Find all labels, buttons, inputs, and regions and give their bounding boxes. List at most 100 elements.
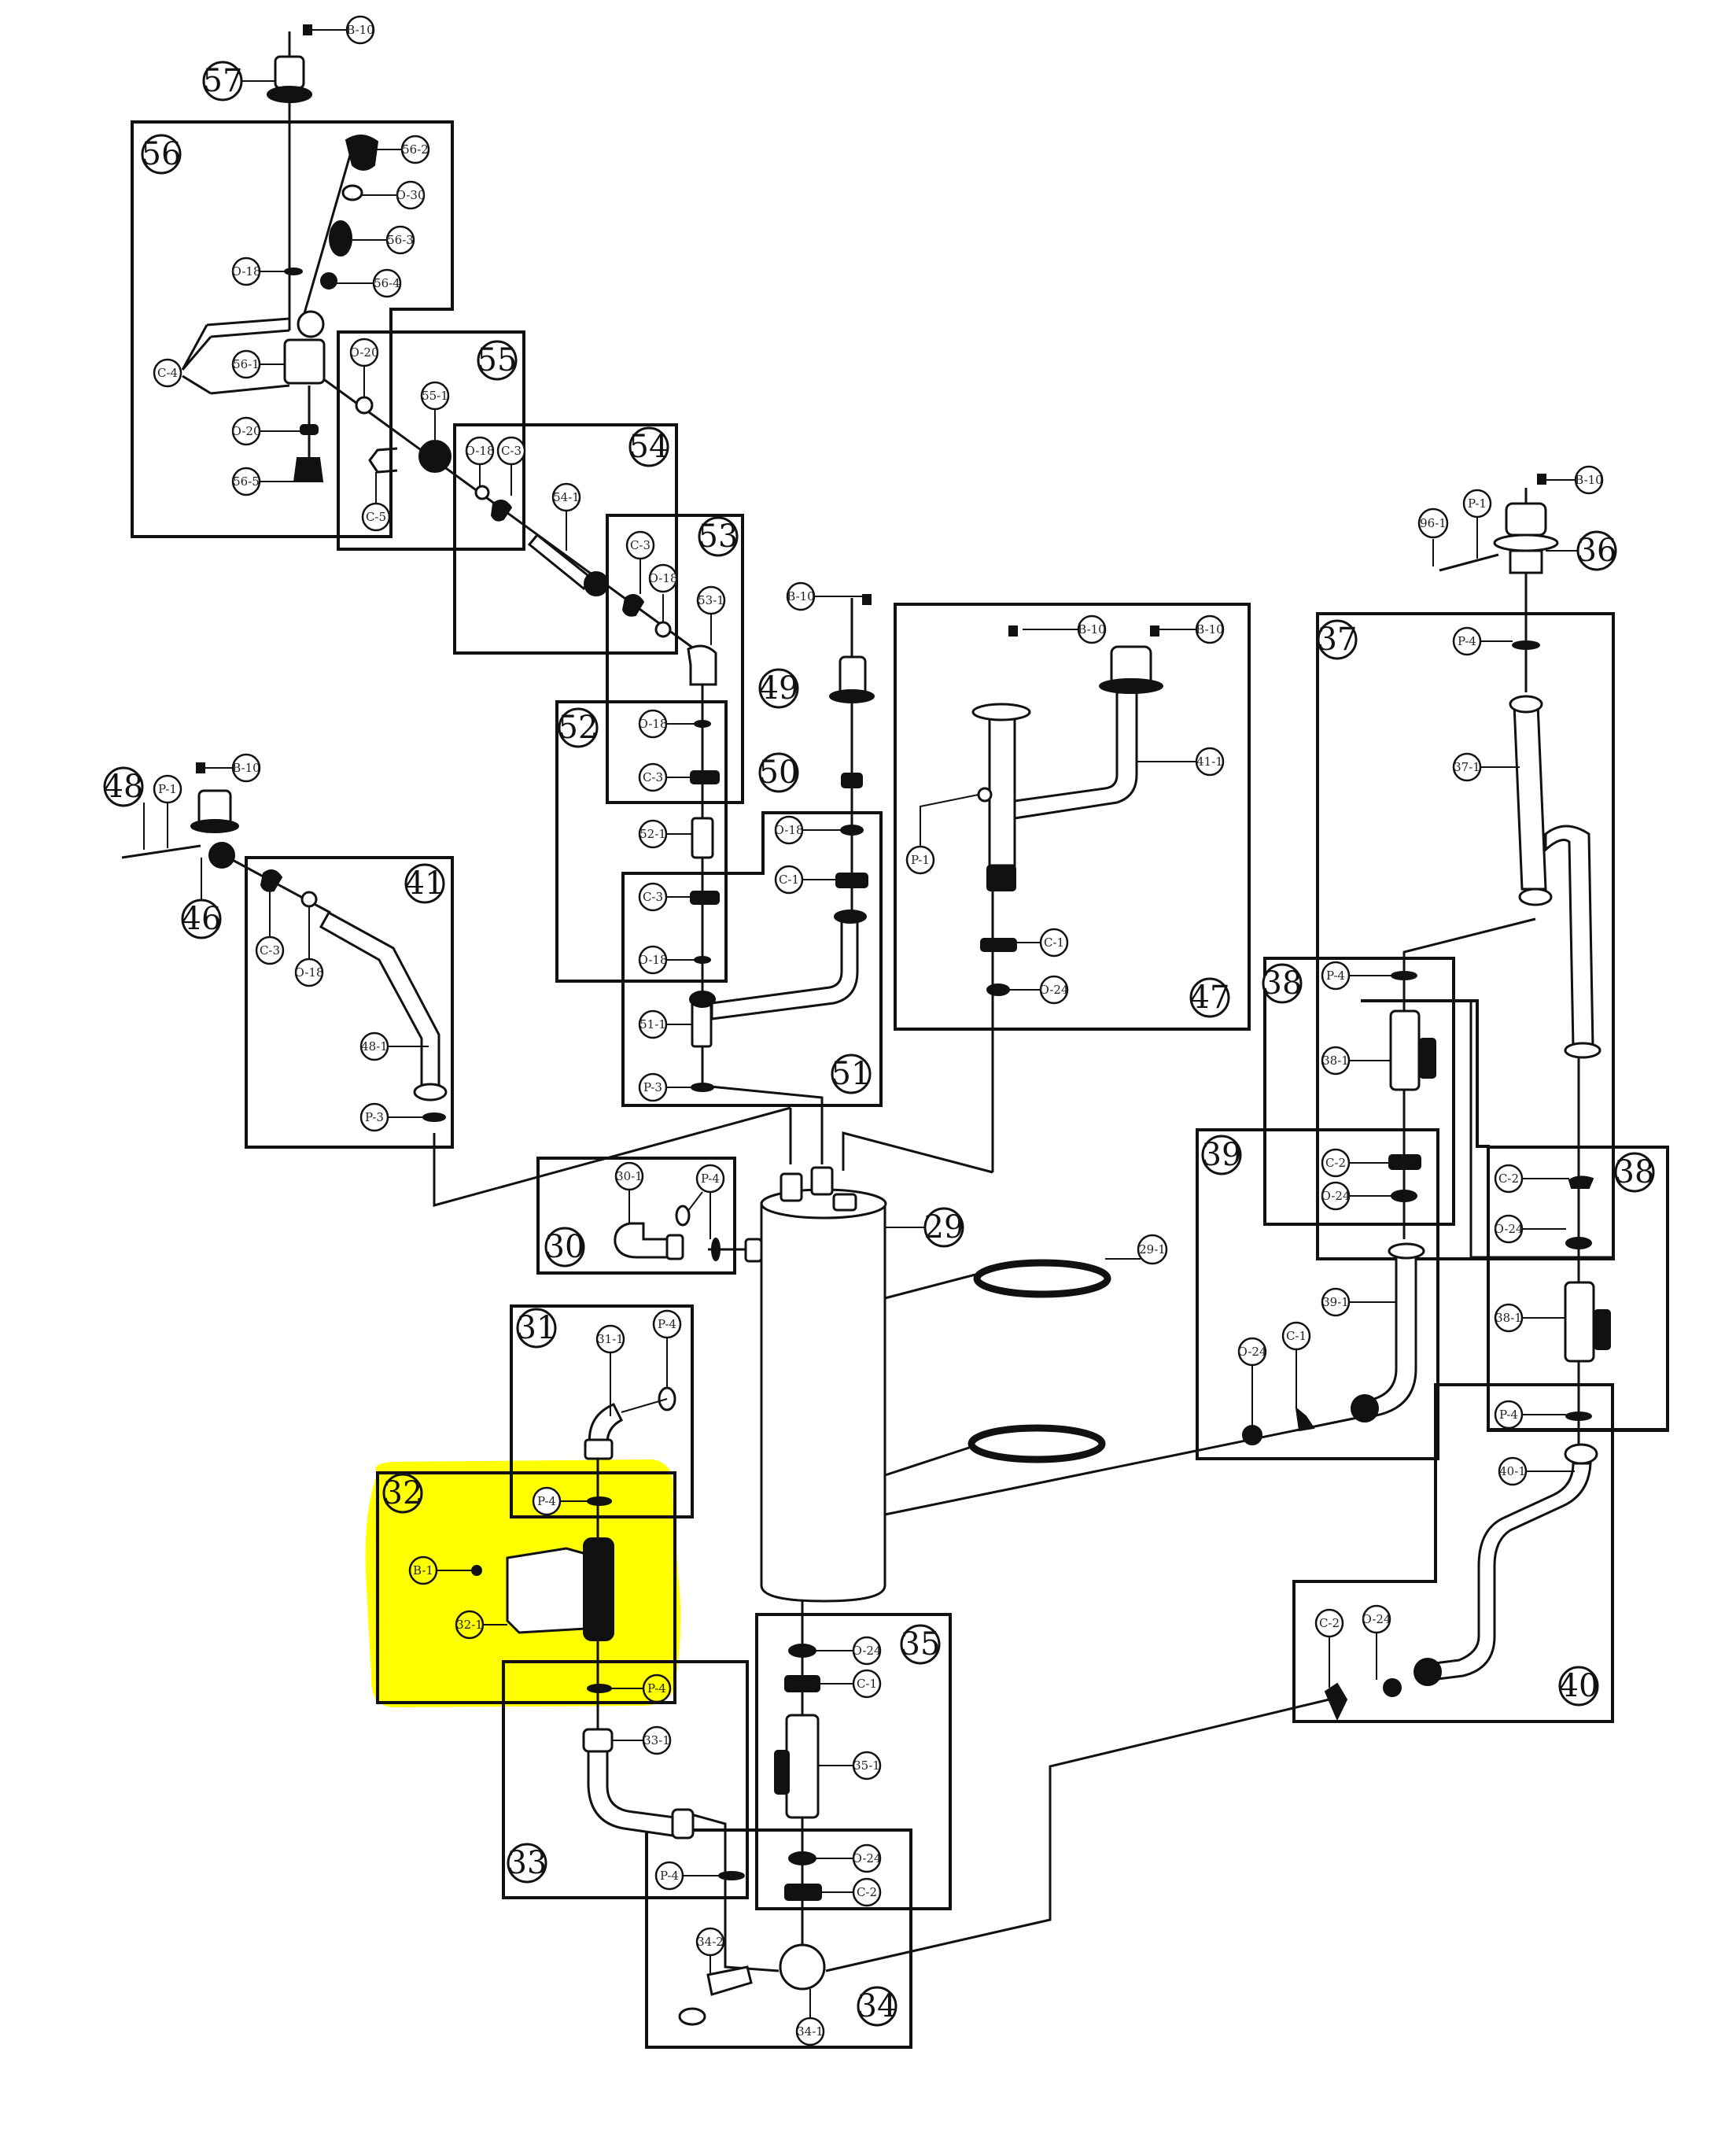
callout-31-1[interactable]: 31-1	[595, 1324, 625, 1354]
callout-p4[interactable]: P-4	[652, 1309, 682, 1339]
callout-29-1[interactable]: 29-1	[1137, 1234, 1168, 1265]
callout-33[interactable]: 33	[507, 1843, 547, 1884]
callout-p3[interactable]: P-3	[638, 1072, 668, 1102]
callout-o18[interactable]: O-18	[638, 709, 668, 739]
callout-54[interactable]: 54	[628, 426, 669, 467]
callout-47[interactable]: 48	[103, 766, 144, 807]
callout-52[interactable]: 52	[558, 707, 599, 748]
callout-40[interactable]: 40	[1558, 1666, 1599, 1707]
callout-35[interactable]: 35	[900, 1624, 941, 1665]
callout-c1[interactable]: C-1	[852, 1669, 882, 1699]
callout-57[interactable]: 57	[202, 61, 243, 101]
callout-o24[interactable]: O-24	[1494, 1214, 1524, 1244]
callout-c5[interactable]: C-5	[361, 502, 391, 532]
callout-38a[interactable]: 38	[1262, 963, 1303, 1004]
callout-b10[interactable]: B-10	[1574, 465, 1604, 495]
callout-o18[interactable]: O-18	[638, 945, 668, 975]
callout-32[interactable]: 32	[382, 1473, 423, 1514]
callout-56-1[interactable]: 56-1	[231, 349, 261, 379]
callout-56-3[interactable]: 56-3	[385, 225, 415, 255]
callout-p4[interactable]: P-4	[654, 1861, 684, 1891]
callout-31[interactable]: 31	[516, 1308, 557, 1349]
callout-p4[interactable]: P-4	[1321, 961, 1351, 991]
callout-38b[interactable]: 38	[1614, 1152, 1655, 1193]
callout-b10[interactable]: B-10	[231, 753, 261, 783]
callout-c1[interactable]: C-1	[1281, 1321, 1311, 1351]
callout-b10[interactable]: B-10	[345, 15, 375, 45]
callout-38-1[interactable]: 38-1	[1494, 1303, 1524, 1333]
callout-o24[interactable]: O-24	[1039, 975, 1069, 1005]
callout-51[interactable]: 51	[831, 1054, 872, 1094]
callout-35-1[interactable]: 35-1	[852, 1751, 882, 1780]
callout-56-4[interactable]: 56-4	[372, 268, 402, 298]
callout-96-1[interactable]: 96-1	[1417, 507, 1449, 539]
callout-34[interactable]: 34	[857, 1986, 897, 2027]
callout-53-1[interactable]: 53-1	[696, 585, 726, 615]
callout-39-1[interactable]: 39-1	[1321, 1287, 1351, 1317]
callout-33-1[interactable]: 33-1	[642, 1725, 672, 1755]
callout-37[interactable]: 37	[1317, 619, 1358, 660]
callout-p1[interactable]: P-1	[153, 774, 182, 804]
callout-39[interactable]: 39	[1201, 1135, 1242, 1175]
callout-46[interactable]: 46	[181, 899, 222, 939]
callout-o24[interactable]: O-24	[852, 1636, 882, 1666]
callout-52-1[interactable]: 52-1	[638, 819, 668, 849]
callout-34-2[interactable]: 34-2	[695, 1927, 725, 1957]
callout-c3[interactable]: C-3	[638, 882, 668, 912]
callout-p3[interactable]: P-3	[359, 1102, 389, 1132]
callout-37-1[interactable]: 37-1	[1452, 752, 1482, 782]
callout-50[interactable]: 50	[758, 752, 799, 793]
callout-o18[interactable]: O-18	[774, 815, 804, 845]
callout-29[interactable]: 29	[923, 1207, 964, 1248]
callout-c2[interactable]: C-2	[1494, 1164, 1524, 1194]
callout-c3[interactable]: C-3	[625, 530, 655, 560]
callout-30-1[interactable]: 30-1	[614, 1161, 644, 1191]
callout-o18[interactable]: O-18	[648, 563, 678, 593]
callout-o20[interactable]: O-20	[231, 416, 261, 446]
callout-40-1[interactable]: 40-1	[1498, 1456, 1528, 1486]
callout-c3[interactable]: C-3	[255, 935, 285, 965]
callout-c2[interactable]: C-2	[1314, 1608, 1344, 1638]
callout-o24[interactable]: O-24	[1237, 1337, 1267, 1367]
callout-c1[interactable]: C-1	[774, 865, 804, 895]
callout-49[interactable]: 49	[758, 668, 799, 709]
callout-41-1[interactable]: 41-1	[1195, 747, 1225, 777]
callout-c4[interactable]: C-4	[153, 358, 182, 388]
callout-55[interactable]: 55	[477, 340, 518, 381]
callout-b10[interactable]: B-10	[1077, 614, 1107, 644]
callout-o20[interactable]: O-20	[349, 338, 379, 367]
callout-c2[interactable]: C-2	[1321, 1148, 1351, 1178]
callout-c2[interactable]: C-2	[852, 1877, 882, 1907]
callout-48-1[interactable]: 48-1	[359, 1031, 389, 1061]
callout-p4[interactable]: P-4	[642, 1673, 672, 1703]
callout-p4[interactable]: P-4	[1494, 1400, 1524, 1430]
callout-54-1[interactable]: 54-1	[551, 482, 581, 512]
callout-o18[interactable]: O-18	[465, 436, 495, 466]
callout-p4[interactable]: P-4	[1452, 626, 1482, 656]
callout-o24[interactable]: O-24	[1362, 1604, 1391, 1634]
callout-c1[interactable]: C-1	[1039, 928, 1069, 958]
callout-b10[interactable]: B-10	[1195, 614, 1225, 644]
callout-c3[interactable]: C-3	[638, 762, 668, 792]
callout-36[interactable]: 36	[1576, 530, 1617, 571]
callout-o30[interactable]: O-30	[396, 180, 426, 210]
callout-56-5[interactable]: 56-5	[231, 467, 261, 496]
callout-38-1[interactable]: 38-1	[1321, 1046, 1351, 1076]
callout-o18[interactable]: O-18	[294, 958, 324, 987]
callout-32-1[interactable]: 32-1	[455, 1610, 485, 1640]
callout-o24[interactable]: O-24	[1321, 1181, 1351, 1211]
callout-41[interactable]: 47	[1189, 977, 1230, 1018]
callout-b10[interactable]: B-10	[786, 581, 816, 611]
callout-b1[interactable]: B-1	[408, 1555, 438, 1585]
callout-p1[interactable]: P-1	[1462, 489, 1492, 518]
callout-c3[interactable]: C-3	[496, 436, 526, 466]
callout-48[interactable]: 41	[404, 863, 445, 904]
callout-o24[interactable]: O-24	[852, 1843, 882, 1873]
callout-51-1[interactable]: 51-1	[638, 1009, 668, 1039]
callout-o18[interactable]: O-18	[231, 256, 261, 286]
callout-p4[interactable]: P-4	[532, 1486, 562, 1516]
callout-p1[interactable]: P-1	[905, 845, 935, 875]
callout-56[interactable]: 56	[141, 134, 182, 175]
callout-34-1[interactable]: 34-1	[795, 2017, 825, 2046]
callout-p4[interactable]: P-4	[695, 1164, 725, 1194]
